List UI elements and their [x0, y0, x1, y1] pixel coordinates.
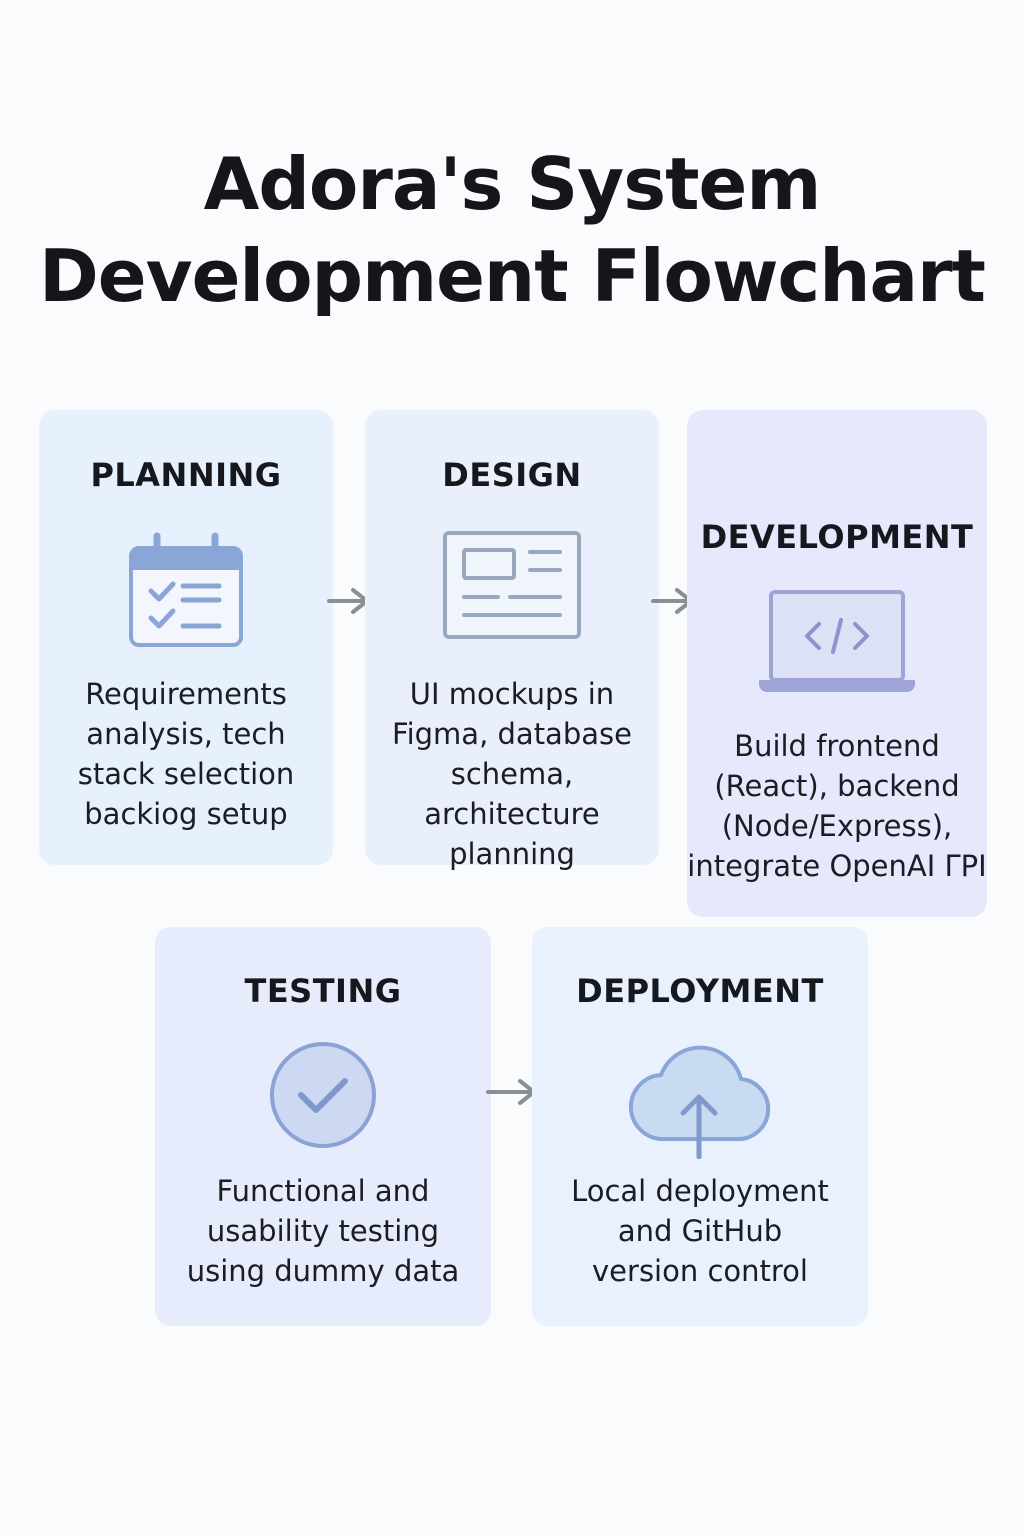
stage-desc-testing: Functional and usability testing using d…: [186, 1174, 460, 1288]
stage-card-testing: TESTING Functional and usability testing…: [155, 927, 491, 1326]
page-title-line-2: Development Flowchart: [39, 234, 986, 318]
stage-desc-planning: Requirements analysis, tech stack select…: [77, 677, 295, 831]
laptop-code-icon: [759, 590, 915, 692]
stage-desc-deployment: Local deployment and GitHub version cont…: [571, 1174, 829, 1288]
wireframe-mockup-icon: [443, 531, 581, 639]
stage-title-planning: PLANNING: [90, 456, 282, 494]
stage-desc-development: Build frontend (React), backend (Node/Ex…: [687, 729, 987, 883]
page-title: Adora's System Development Flowchart: [0, 138, 1024, 322]
cloud-upload-icon: [629, 1045, 771, 1159]
stage-title-testing: TESTING: [244, 972, 402, 1010]
stage-card-development: DEVELOPMENT Build frontend (React), back…: [687, 410, 987, 917]
stage-card-deployment: DEPLOYMENT Local deployment and GitHub v…: [532, 927, 868, 1326]
stage-title-development: DEVELOPMENT: [700, 518, 974, 556]
calendar-checklist-icon: [129, 532, 243, 647]
stage-card-planning: PLANNING Requirements analysis, tech sta…: [39, 410, 333, 865]
stage-desc-design: UI mockups in Figma, database schema, ar…: [392, 677, 632, 871]
stage-title-design: DESIGN: [442, 456, 582, 494]
check-circle-icon: [270, 1042, 376, 1148]
stage-title-deployment: DEPLOYMENT: [576, 972, 824, 1010]
page-title-line-1: Adora's System: [203, 142, 822, 226]
stage-card-design: DESIGN UI mockups in Figma, database sch…: [365, 410, 659, 871]
